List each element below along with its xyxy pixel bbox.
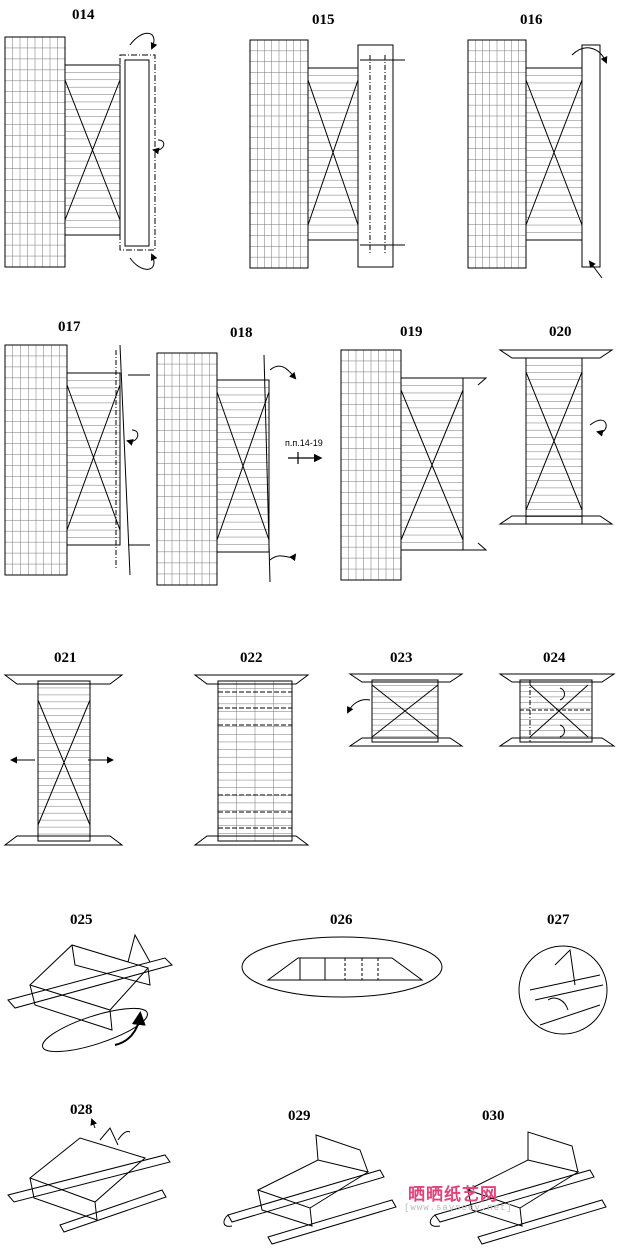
step-019-figure — [340, 349, 488, 581]
step-label-028: 028 — [70, 1102, 93, 1118]
step-020-figure — [498, 349, 614, 525]
step-label-026: 026 — [330, 912, 353, 928]
step-label-027: 027 — [547, 912, 570, 928]
step-label-020: 020 — [549, 324, 572, 340]
step-021-figure — [3, 674, 124, 846]
step-027-figure — [518, 945, 608, 1035]
step-015-figure — [249, 39, 405, 269]
step-029-figure — [223, 1134, 397, 1245]
step-030-figure — [429, 1131, 607, 1245]
step-024-figure — [498, 673, 616, 747]
step-016-figure — [467, 39, 608, 279]
step-label-014: 014 — [72, 7, 95, 23]
repeat-arrow: п.п.14-19 — [285, 438, 323, 464]
step-label-029: 029 — [288, 1108, 311, 1124]
watermark-chinese: 晒晒纸艺网 — [408, 1185, 498, 1205]
step-label-021: 021 — [54, 650, 77, 666]
step-018-figure — [156, 352, 297, 586]
step-label-022: 022 — [240, 650, 263, 666]
step-022-figure — [193, 674, 310, 846]
step-label-019: 019 — [400, 324, 423, 340]
repeat-annotation: п.п.14-19 — [285, 438, 323, 448]
step-023-figure — [347, 673, 464, 747]
step-label-023: 023 — [390, 650, 413, 666]
step-017-figure — [4, 344, 150, 576]
step-label-030: 030 — [482, 1108, 505, 1124]
step-label-016: 016 — [520, 12, 543, 28]
step-026-figure — [241, 936, 443, 998]
step-label-024: 024 — [543, 650, 566, 666]
step-label-015: 015 — [312, 12, 335, 28]
step-014-figure — [4, 32, 165, 270]
step-label-017: 017 — [58, 319, 81, 335]
watermark-url: [www.sayseey.net] — [404, 1203, 513, 1213]
step-label-018: 018 — [230, 325, 253, 341]
step-label-025: 025 — [70, 912, 93, 928]
step-028-figure — [7, 1118, 171, 1233]
step-025-figure — [7, 933, 173, 1053]
